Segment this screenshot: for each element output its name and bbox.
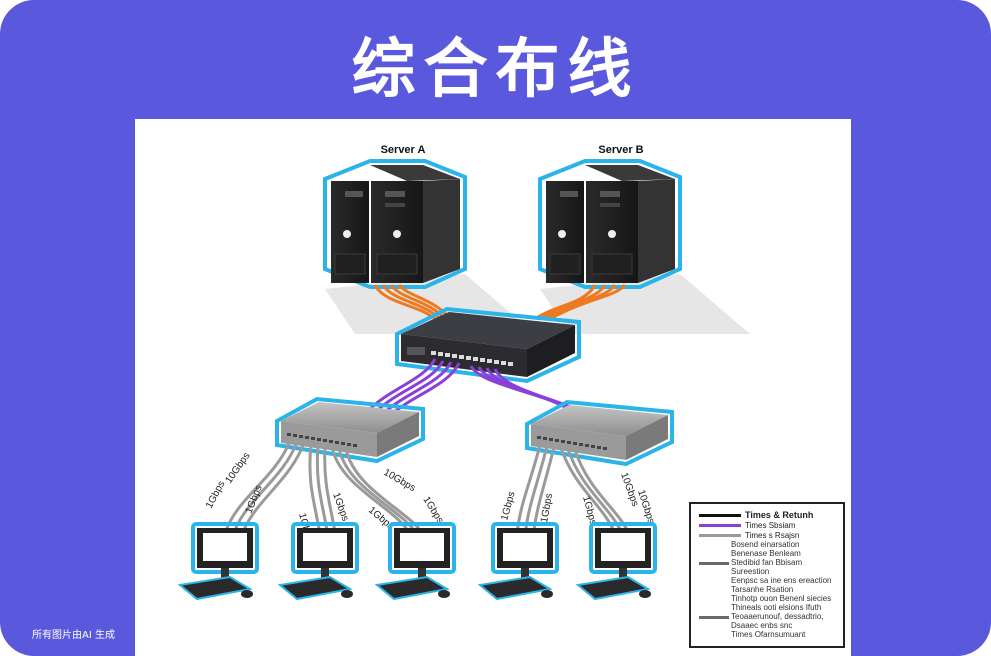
server-a [323,159,467,289]
page-title: 综合布线 [351,33,640,107]
legend-label: Eenpsc sa ine ens ereaction [731,576,832,585]
access-switch-right [525,399,674,467]
legend-label: Teoaaerunouf, dessadtrio, [731,612,824,621]
server-b-label: Server B [598,144,643,156]
legend-label: Stedibid fan Bbisam [731,558,803,567]
legend-label: Benenase Benleam [731,549,801,558]
legend-label: Times Sbsiam [745,521,796,530]
legend-swatch [699,524,741,527]
server-b-cables [534,283,627,321]
legend: Times & Retunh Times Sbsiam Times s Rsaj… [689,502,845,648]
workstation-2 [277,522,359,601]
legend-label: Times Ofarnsumuant [731,630,806,639]
link-label: 10Gbps [635,489,656,526]
access-switch-left [275,396,425,464]
legend-header: Times & Retunh [699,510,813,520]
legend-swatch [699,616,729,619]
link-label: 10Gbps [382,467,418,494]
diagram-canvas: Server A Server B [177,144,750,601]
link-label: 1Gbps [420,495,445,526]
link-label: 10Gbps [223,451,252,486]
legend-swatch [699,534,741,537]
workstation-5 [575,522,657,601]
legend-title: Times & Retunh [745,510,814,520]
legend-label: Tinhotp ouon Benenl siecies [731,594,832,603]
legend-item: Times s Rsajsn [699,531,799,540]
workstation-1 [177,522,259,601]
legend-item: Times Sbsiam [699,521,795,530]
link-label: 1Gbps [499,490,517,521]
legend-label: Bosend einarsation [731,540,800,549]
link-label: 10Gbps [618,471,640,508]
legend-label: Sureestion [731,567,770,576]
legend-swatch [699,562,729,565]
server-a-label: Server A [381,144,426,156]
workstation-4 [477,522,559,601]
legend-label: Thineals ooti elsions Ifuth [731,603,822,612]
core-switch [395,306,581,384]
legend-label: Dsaaec enbs snc [731,621,793,630]
network-diagram: Server A Server B [135,119,851,656]
ai-generated-note: 所有图片由AI 生成 [32,630,115,641]
legend-swatch [699,513,741,517]
link-label: 1Gbps [580,495,598,526]
link-label: 1Gbps [539,493,555,524]
server-b [538,159,682,289]
legend-label: Tarsanhe Rsation [731,585,794,594]
workstation-3 [374,522,456,601]
link-label: 1Gbps [204,479,228,510]
legend-label: Times s Rsajsn [745,531,800,540]
